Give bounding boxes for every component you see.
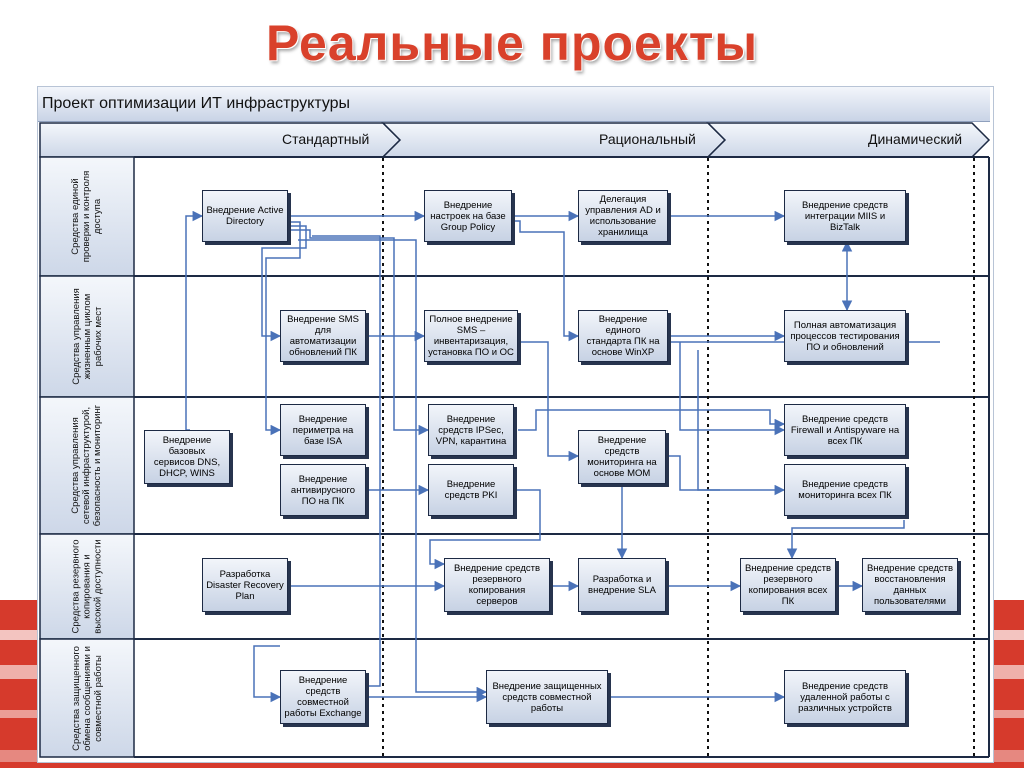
lane-label-desktop: Средства управления жизненным циклом раб… (70, 288, 104, 385)
lane-label-network: Средства управления сетевой инфраструкту… (70, 404, 104, 527)
connectors (185, 210, 940, 703)
node-monitoring-all-pc: Внедрение средств мониторинга всех ПК (784, 464, 906, 516)
node-disaster-recovery: Разработка Disaster Recovery Plan (202, 558, 288, 612)
node-remote-work: Внедрение средств удаленной работы с раз… (784, 670, 906, 724)
node-sms-updates: Внедрение SMS для автоматизации обновлен… (280, 310, 366, 362)
phase-label-dynamic: Динамический (868, 131, 963, 147)
lane-separators (134, 156, 990, 758)
node-isa-perimeter: Внедрение периметра на базе ISA (280, 404, 366, 456)
lane-label-backup: Средства резервного копирования и высоко… (70, 539, 104, 634)
node-pc-backup: Внедрение средств резервного копирования… (740, 558, 836, 612)
slide-title: Реальные проекты (265, 15, 759, 71)
node-sms-full: Полное внедрение SMS – инвентаризация, у… (424, 310, 518, 362)
node-pki: Внедрение средств PKI (428, 464, 514, 516)
lane-label-access: Средства единой проверки и контроля дост… (70, 170, 104, 263)
node-user-restore: Внедрение средств восстановления данных … (862, 558, 958, 612)
lane-label-column (39, 156, 135, 758)
project-header-bar (38, 87, 990, 122)
node-ipsec-vpn: Внедрение средств IPSec, VPN, карантина (428, 404, 514, 456)
phase-dividers (382, 158, 975, 757)
phase-label-rational: Рациональный (599, 131, 696, 147)
node-firewall-antispyware: Внедрение средств Firewall и Antispyware… (784, 404, 906, 456)
node-winxp-standard: Внедрение единого стандарта ПК на основе… (578, 310, 668, 362)
node-secure-collaboration: Внедрение защищенных средств совместной … (486, 670, 608, 724)
node-exchange: Внедрение средств совместной работы Exch… (280, 670, 366, 724)
node-sla: Разработка и внедрение SLA (578, 558, 666, 612)
node-mom-monitoring: Внедрение средств мониторинга на основе … (578, 430, 666, 484)
node-miis-biztalk: Внедрение средств интеграции MIIS и BizT… (784, 190, 906, 242)
node-group-policy: Внедрение настроек на базе Group Policy (424, 190, 512, 242)
lane-label-messaging: Средства защищенного обмена сообщениями … (70, 645, 104, 751)
node-dns-dhcp-wins: Внедрение базовых сервисов DNS, DHCP, WI… (144, 430, 230, 484)
node-server-backup: Внедрение средств резервного копирования… (444, 558, 550, 612)
node-active-directory: Внедрение Active Directory (202, 190, 288, 242)
phase-label-standard: Стандартный (282, 131, 370, 147)
node-antivirus: Внедрение антивирусного ПО на ПК (280, 464, 366, 516)
node-test-automation: Полная автоматизация процессов тестирова… (784, 310, 906, 362)
project-title: Проект оптимизации ИТ инфраструктуры (42, 95, 351, 112)
node-ad-delegation: Делегация управления AD и использование … (578, 190, 668, 242)
